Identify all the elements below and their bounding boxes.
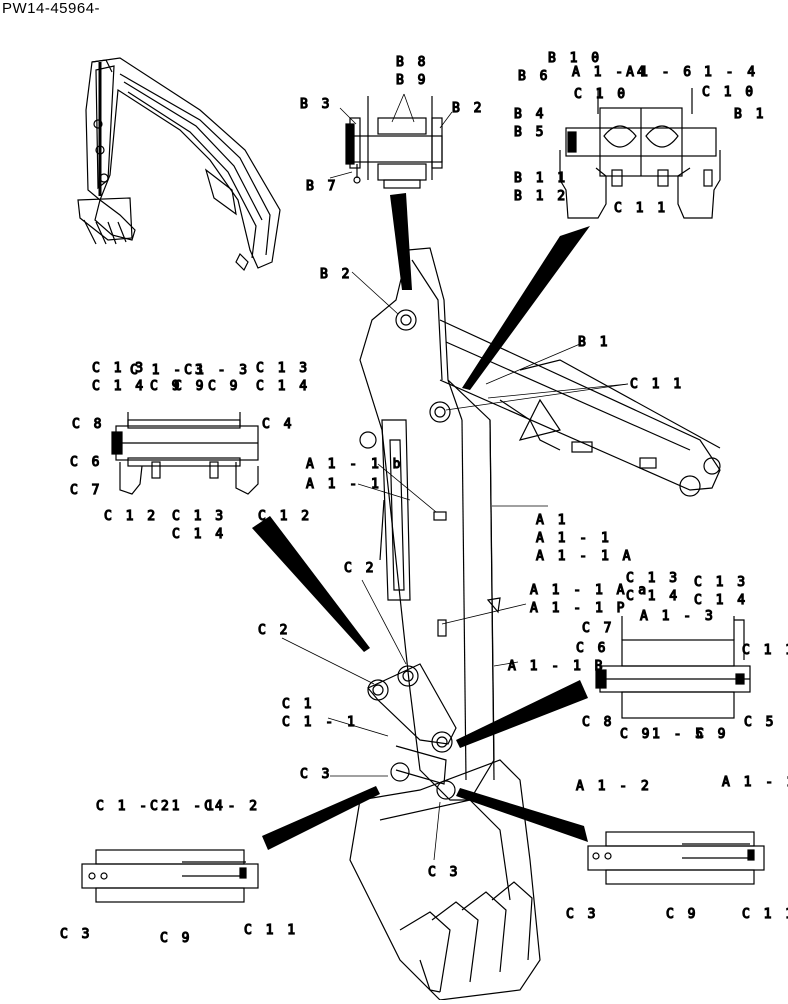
label-b2-main: B 2 <box>320 267 352 282</box>
label-c3-a: C 3 <box>300 767 332 782</box>
label-a1-3: A 1 - 3 <box>640 609 716 624</box>
label-a1-1b: A 1 - 1 b <box>306 457 403 472</box>
label-c14-a: C 1 4 <box>92 379 146 394</box>
pointer-wedge-c2 <box>456 680 588 748</box>
label-b1-main: B 1 <box>578 335 610 350</box>
label-b6: B 6 <box>518 69 550 84</box>
main-arm-assembly <box>349 247 721 1001</box>
label-c1-1: C 1 - 1 <box>282 715 358 730</box>
label-c11-main: C 1 1 <box>630 377 684 392</box>
overview-excavator-arm <box>77 57 281 272</box>
pointer-wedge-b <box>390 193 412 290</box>
label-c1: C 1 <box>282 697 314 712</box>
detail-bucket-pin-right <box>587 831 765 885</box>
label-c12-a: C 1 2 <box>104 509 158 524</box>
label-c9-r: C 9 <box>620 727 652 742</box>
label-c5-right: C 5 <box>744 715 776 730</box>
label-c13-s: C 1 3 <box>694 575 748 590</box>
label-a1-1a: A 1 - 1 A <box>536 549 633 564</box>
label-b5: B 5 <box>514 125 546 140</box>
label-c14-s: C 1 4 <box>694 593 748 608</box>
label-a1-2-a: A 1 - 2 <box>576 779 652 794</box>
label-c13-e: C 1 3 <box>172 509 226 524</box>
label-1-6: 1 - 6 <box>640 65 694 80</box>
label-c3-left: C 3 <box>60 927 92 942</box>
label-c13-b: C 1 -C3 <box>130 363 206 378</box>
label-c1-c4: C 1 -C4 <box>150 799 226 814</box>
label-b3: B 3 <box>300 97 332 112</box>
label-c8-left: C 8 <box>72 417 104 432</box>
label-b4: B 4 <box>514 107 546 122</box>
label-c9-c: C 9 <box>208 379 240 394</box>
label-c14-r: C 1 4 <box>626 589 680 604</box>
label-b10: B 1 0 <box>548 51 602 66</box>
label-a1-1: A 1 - 1 <box>306 477 382 492</box>
label-c14-e: C 1 4 <box>172 527 226 542</box>
label-c9-a: C 9 <box>150 379 182 394</box>
label-a1-1b-cap: A 1 - 1 B <box>508 659 605 674</box>
label-c9-rr: C 9 <box>666 907 698 922</box>
label-c13-a: C 1 3 <box>92 361 146 376</box>
label-c7-right: C 7 <box>582 621 614 636</box>
detail-bucket-pin-left <box>81 849 259 903</box>
label-c12-b: C 1 2 <box>258 509 312 524</box>
label-c10-a: C 1 0 <box>574 87 628 102</box>
detail-arm-linkage-pin <box>595 616 751 719</box>
label-c2-b: C 2 <box>258 623 290 638</box>
label-c9-s: C 9 <box>696 727 728 742</box>
label-b9: B 9 <box>396 73 428 88</box>
detail-boom-top-pin <box>345 96 443 189</box>
label-c9-b: C 9 <box>174 379 206 394</box>
label-b2: B 2 <box>452 101 484 116</box>
label-b7: B 7 <box>306 179 338 194</box>
label-c11-right: C 1 1 <box>742 643 788 658</box>
label-c7-left: C 7 <box>70 483 102 498</box>
label-c6-right: C 6 <box>576 641 608 656</box>
label-a1-2-b: A 1 - 2 <box>722 775 788 790</box>
label-a1-1aa: A 1 - 1 A a <box>530 583 649 598</box>
label-a1: A 1 <box>536 513 568 528</box>
label-c3-b: C 3 <box>428 865 460 880</box>
label-a1-a4: A 1 -A4 <box>572 65 648 80</box>
label-c6-left: C 6 <box>70 455 102 470</box>
label-c13-r: C 1 3 <box>626 571 680 586</box>
leader-lines <box>281 93 629 861</box>
label-c14-d: C 1 4 <box>256 379 310 394</box>
label-c13-d: C 1 3 <box>256 361 310 376</box>
label-1-4: 1 - 4 <box>704 65 758 80</box>
pointer-wedge-c <box>252 516 370 652</box>
label-c3-rr: C 3 <box>566 907 598 922</box>
label-b11: B 1 1 <box>514 171 568 186</box>
label-b8: B 8 <box>396 55 428 70</box>
label-b1-top: B 1 <box>734 107 766 122</box>
document-id: PW14-45964- <box>2 0 101 17</box>
label-c13-c: 1 - 3 <box>196 363 250 378</box>
label-c11-rr: C 1 1 <box>742 907 788 922</box>
label-a1-1p: A 1 - 1 P <box>530 601 627 616</box>
pointer-wedge-b1 <box>462 226 590 390</box>
label-1-2: 1 - 2 <box>206 799 260 814</box>
label-c1-2: C 1 - 2 <box>96 799 172 814</box>
detail-arm-cylinder-pins <box>111 412 259 495</box>
label-c11-left: C 1 1 <box>244 923 298 938</box>
label-c10-b: C 1 0 <box>702 85 756 100</box>
detail-boom-foot-section <box>559 88 721 219</box>
label-1-5: 1 - 5 <box>652 727 706 742</box>
label-c8-right: C 8 <box>582 715 614 730</box>
label-c2-a: C 2 <box>344 561 376 576</box>
label-c4-left: C 4 <box>262 417 294 432</box>
pointer-wedge-c3a <box>262 786 380 850</box>
label-a1-1-b: A 1 - 1 <box>536 531 612 546</box>
label-c9-left: C 9 <box>160 931 192 946</box>
label-b12: B 1 2 <box>514 189 568 204</box>
pointer-wedge-a12 <box>456 788 588 842</box>
callout-labels: B 8 B 9 B 3 B 2 B 7 B 1 0 B 6 A 1 -A4 1 … <box>59 50 788 946</box>
label-c11-top: C 1 1 <box>614 201 668 216</box>
